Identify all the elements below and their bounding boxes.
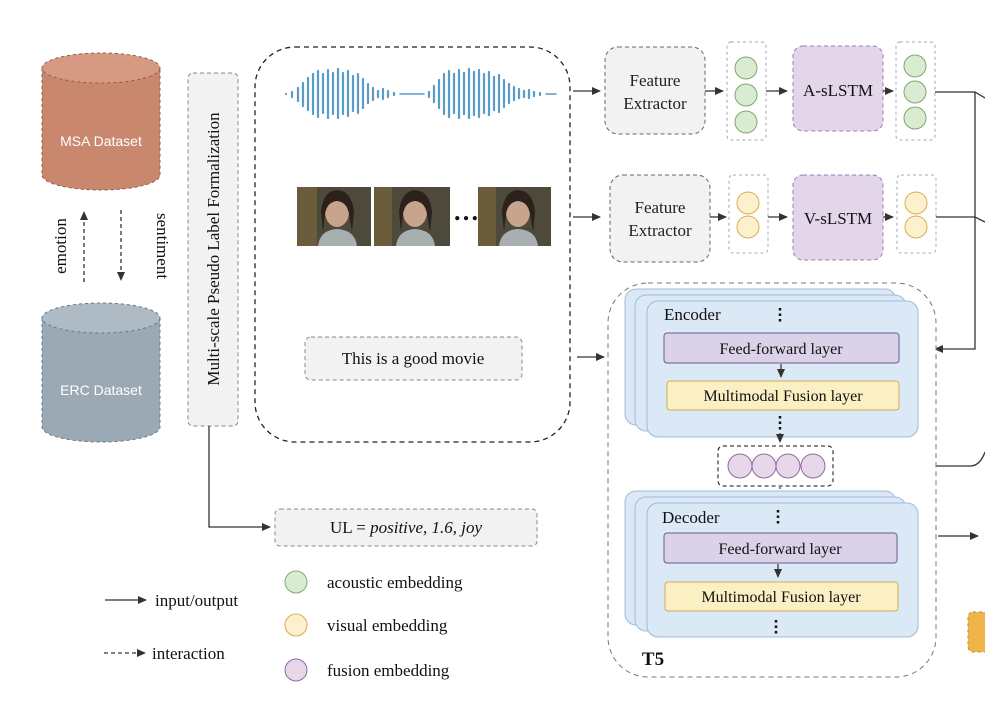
- video-ellipsis: …: [453, 197, 479, 226]
- legend-acoustic-swatch: [284, 570, 308, 594]
- decoder-multimodal-fusion-label: Multimodal Fusion layer: [701, 589, 861, 606]
- audio-waveform: [284, 67, 557, 120]
- fusion-embedding-node: [751, 453, 777, 479]
- t5-title: T5: [642, 649, 664, 670]
- legend-input-output-label: input/output: [155, 591, 238, 610]
- a-slstm-box: [792, 45, 884, 132]
- encoder-title: Encoder: [664, 305, 721, 324]
- acoustic-embedding-node: [734, 110, 758, 134]
- visual-output-node: [904, 191, 928, 215]
- visual-extractor-line1: Feature: [635, 198, 686, 217]
- acoustic-embedding-node: [734, 83, 758, 107]
- visual-output-node: [904, 215, 928, 239]
- decoder-multimodal-fusion-layer: [664, 581, 899, 612]
- acoustic-feature-extractor: [604, 46, 706, 135]
- emotion-label: emotion: [51, 218, 70, 274]
- acoustic-output-node: [903, 106, 927, 130]
- encoder-feed-forward-layer: [663, 332, 900, 364]
- legend-visual-swatch: [284, 613, 308, 637]
- fusion-embedding-node: [727, 453, 753, 479]
- acoustic-extractor-line2: Extractor: [623, 94, 687, 113]
- acoustic-output-node: [903, 80, 927, 104]
- text-input-sample: This is a good movie: [342, 349, 485, 368]
- formalization-to-output-arrow: [208, 426, 271, 531]
- pseudo-label-formalization-box: [187, 72, 239, 427]
- sentiment-label: sentiment: [153, 213, 172, 279]
- visual-embedding-node: [736, 215, 760, 239]
- video-frame-2: [374, 187, 450, 246]
- unified-label-text: UL = positive, 1.6, joy: [330, 518, 482, 537]
- multimodal-input-region: [254, 46, 571, 443]
- decoder-feed-forward-layer: [663, 532, 898, 564]
- visual-extractor-line2: Extractor: [628, 221, 692, 240]
- legend: input/output interaction acoustic embedd…: [104, 570, 463, 682]
- legend-acoustic-label: acoustic embedding: [327, 573, 463, 592]
- video-frame-3: [478, 187, 551, 246]
- video-frame-1: [297, 187, 371, 246]
- msa-dataset-label: MSA Dataset: [60, 133, 142, 149]
- acoustic-output-node: [903, 54, 927, 78]
- unified-label-box: [274, 508, 538, 547]
- fusion-embedding-node: [775, 453, 801, 479]
- encoder-feed-forward-label: Feed-forward layer: [719, 341, 843, 358]
- v-slstm-label: V-sLSTM: [804, 209, 872, 228]
- erc-dataset-label: ERC Dataset: [60, 382, 142, 398]
- text-input-box: [304, 336, 523, 381]
- legend-fusion-label: fusion embedding: [327, 661, 450, 680]
- legend-fusion-swatch: [284, 658, 308, 682]
- acoustic-embedding-node: [734, 56, 758, 80]
- encoder-multimodal-fusion-label: Multimodal Fusion layer: [703, 388, 863, 405]
- visual-feature-extractor: [609, 174, 711, 263]
- branch-routing-lines: [836, 91, 985, 540]
- msa-dataset-cylinder: MSA Dataset: [41, 52, 161, 191]
- legend-interaction-label: interaction: [152, 644, 225, 663]
- a-slstm-label: A-sLSTM: [803, 81, 873, 100]
- acoustic-extractor-line1: Feature: [630, 71, 681, 90]
- output-head-box: [967, 611, 985, 653]
- encoder-multimodal-fusion-layer: [666, 380, 900, 411]
- unified-label-values: positive, 1.6, joy: [369, 518, 482, 537]
- v-slstm-box: [792, 174, 884, 261]
- erc-dataset-cylinder: ERC Dataset: [41, 302, 161, 443]
- pseudo-label-formalization-label: Multi-scale Pseudo Label Formalization: [204, 112, 223, 386]
- visual-embedding-node: [736, 191, 760, 215]
- unified-label-prefix: UL =: [330, 518, 370, 537]
- decoder-feed-forward-label: Feed-forward layer: [718, 541, 842, 558]
- legend-visual-label: visual embedding: [327, 616, 448, 635]
- fusion-embedding-node: [800, 453, 826, 479]
- decoder-title: Decoder: [662, 508, 720, 527]
